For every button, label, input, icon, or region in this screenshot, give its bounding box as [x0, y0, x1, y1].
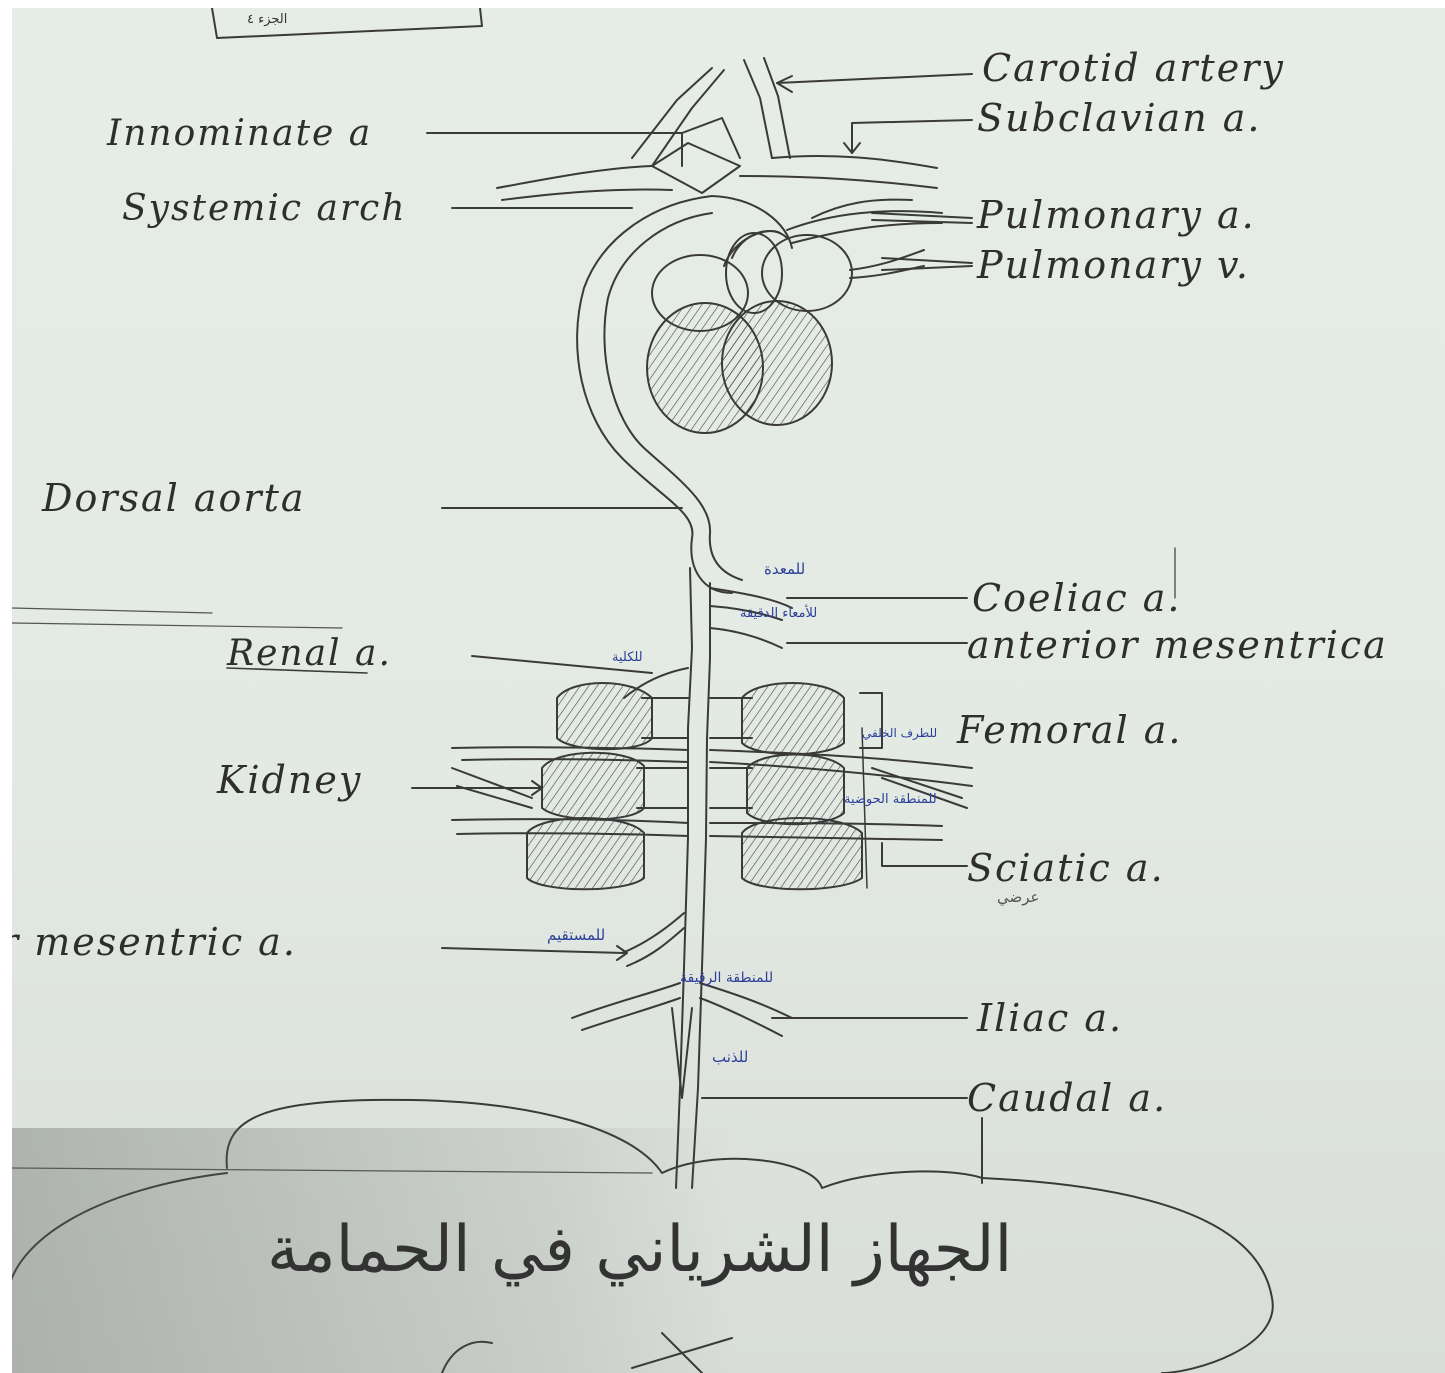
coeliac-branch	[710, 588, 792, 608]
label-renal: Renal a.	[227, 633, 392, 674]
label-posterior-mesentric: r mesentric a.	[12, 920, 297, 964]
note-tail: للذنب	[712, 1048, 748, 1066]
label-subclavian: Subclavian a.	[977, 96, 1262, 140]
dorsal-aorta-left	[676, 568, 692, 1188]
paper-sheet: الجزء ٤ Carotid artery Subclavian a. Inn…	[12, 8, 1445, 1373]
kidney-left-2	[542, 753, 644, 820]
innominate-junction	[652, 143, 740, 193]
label-coeliac: Coeliac a.	[972, 576, 1182, 620]
leader-sciatic	[882, 843, 967, 866]
iliac-right	[700, 983, 792, 1018]
heart-left-ventricle	[722, 301, 832, 425]
kidney-right-3	[742, 818, 862, 889]
label-sciatic: Sciatic a.	[967, 846, 1165, 890]
label-femoral: Femoral a.	[957, 708, 1182, 752]
label-iliac: Iliac a.	[977, 996, 1123, 1040]
femoral-left	[452, 747, 688, 750]
note-rectum: للمستقيم	[547, 926, 605, 944]
note-kidney: للكلية	[612, 650, 643, 665]
label-pulmonary-vein: Pulmonary v.	[977, 243, 1250, 287]
note-sciatic: عرضي	[997, 888, 1039, 906]
kidney-left-3	[527, 818, 644, 889]
kidney-right-1	[742, 683, 844, 754]
leader-innominate	[427, 133, 682, 166]
label-kidney: Kidney	[217, 758, 362, 802]
leader-subclavian	[852, 120, 972, 153]
note-intestine: للأمعاء الدقيقة	[740, 606, 817, 621]
kidney-left-1	[557, 683, 652, 749]
note-cloaca: للمنطقة الرقيقة	[680, 970, 773, 986]
posterior-mesentric-branch	[622, 913, 684, 953]
left-subclavian	[497, 166, 652, 188]
arch-top	[712, 196, 792, 248]
anterior-mesentric-branch	[710, 628, 782, 648]
iliac-left	[572, 983, 680, 1018]
left-carotid	[632, 68, 712, 158]
right-subclavian	[772, 156, 937, 168]
stamp-text: الجزء ٤	[247, 12, 287, 27]
label-carotid-artery: Carotid artery	[982, 46, 1285, 90]
label-pulmonary-artery: Pulmonary a.	[977, 193, 1256, 237]
label-dorsal-aorta: Dorsal aorta	[42, 476, 306, 520]
leader-posterior-mesentric	[442, 948, 624, 953]
note-stomach: للمعدة	[764, 560, 805, 578]
label-systemic-arch: Systemic arch	[122, 188, 407, 229]
label-innominate: Innominate a	[107, 113, 372, 154]
label-caudal: Caudal a.	[967, 1076, 1167, 1120]
leader-carotid	[777, 74, 972, 83]
label-anterior-mesentric: anterior mesentrica	[967, 623, 1388, 667]
right-carotid	[744, 60, 772, 158]
diagram-title: الجهاز الشرياني في الحمامة	[267, 1213, 1012, 1287]
leader-pulmonary-a	[872, 213, 972, 223]
heart-conus	[726, 233, 782, 313]
note-pelvic: للمنطقة الحوضية	[844, 792, 937, 807]
note-hindlimb: للطرف الخلفي	[862, 726, 937, 740]
